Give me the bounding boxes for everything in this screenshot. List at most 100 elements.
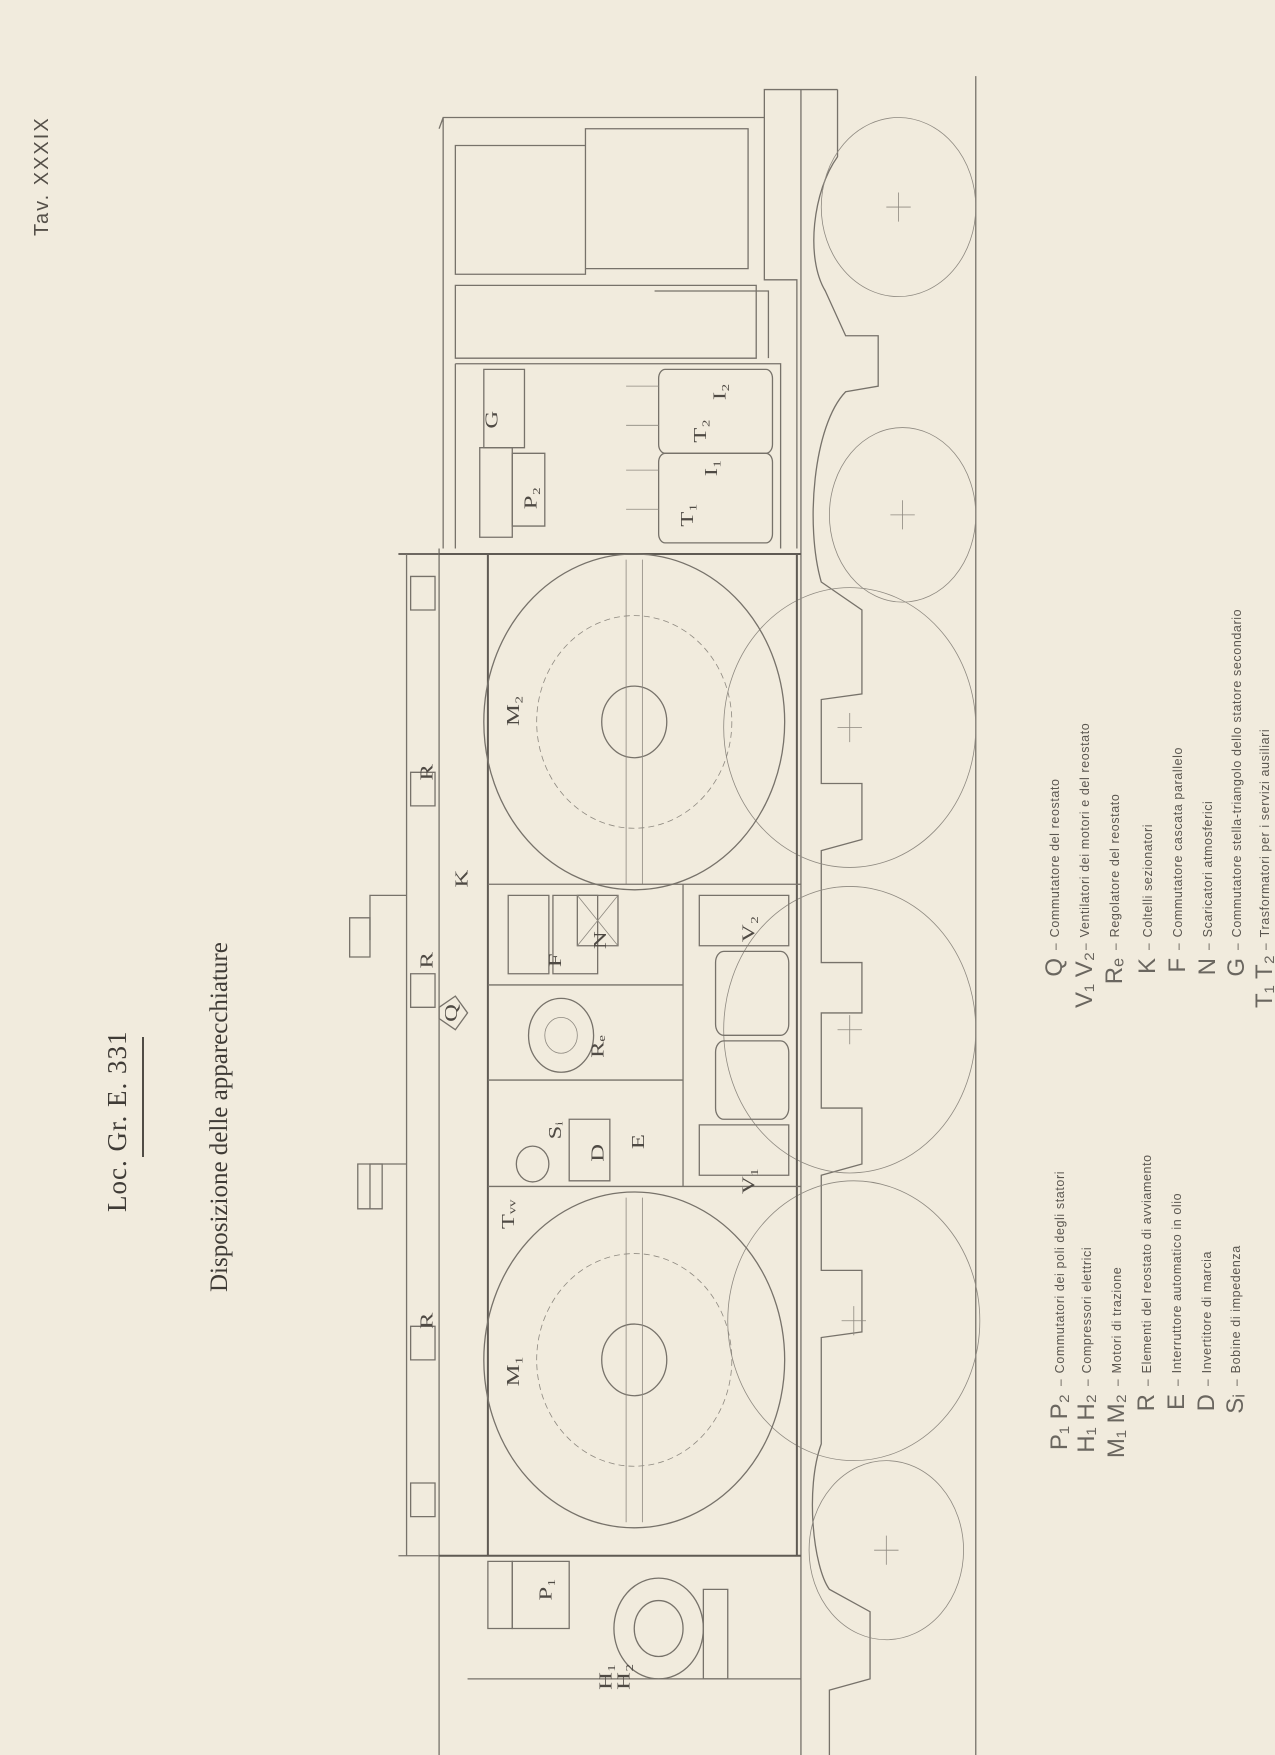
roof-lamp (358, 1164, 382, 1209)
compressor-hub (634, 1601, 683, 1657)
legend-symbol: H₁ H₂ (1073, 1394, 1100, 1453)
impedance-coil (516, 1146, 549, 1182)
legend-description: Motori di trazione (1110, 1266, 1124, 1374)
transformer-insulators (626, 386, 659, 509)
legend-description: Compressori elettrici (1080, 1246, 1094, 1374)
legend-description: Invertitore di marcia (1200, 1250, 1214, 1374)
legend-symbol: E (1163, 1394, 1190, 1411)
driving-wheel (724, 886, 976, 1173)
commutator-p2-body (480, 448, 513, 538)
rheostat-regulator (529, 998, 594, 1072)
legend-separator: – (1200, 1379, 1214, 1386)
body-outline (439, 90, 837, 1755)
legend-separator: – (1140, 1379, 1154, 1386)
label-g: G (482, 411, 502, 429)
label-i1: I₁ (701, 459, 721, 476)
legend-separator: – (1229, 1379, 1243, 1386)
legend-item: E–Interruttore automatico in olio (1163, 1192, 1190, 1514)
legend-item: H₁ H₂–Compressori elettrici (1073, 1246, 1100, 1514)
motor-m1-shaft (602, 1324, 667, 1396)
legend-description: Ventilatori dei motori e del reostato (1078, 722, 1092, 938)
motor-m1-rotor (537, 1254, 732, 1467)
legend-symbol: P₁ P₂ (1046, 1394, 1073, 1451)
legend-item: Q – Commutatore del reostato (1041, 778, 1068, 1008)
legend-item: D – Invertitore di marcia (1193, 1250, 1220, 1514)
legend-description: Commutatore del reostato (1048, 778, 1062, 938)
aux-compartment (455, 364, 780, 549)
label-p2: P₂ (521, 487, 541, 509)
label-v1: V₁ (739, 1168, 759, 1194)
carrying-wheel (829, 428, 975, 603)
legend-symbol: R (1133, 1394, 1160, 1412)
legend-description: Commutatore stella-triangolo dello stato… (1230, 608, 1244, 938)
legend-item: R – Elementi del reostato di avviamento (1133, 1154, 1160, 1514)
label-q: Q (441, 1004, 461, 1022)
legend-description: Commutatori dei poli degli statori (1053, 1170, 1067, 1374)
label-m2: M₂ (503, 695, 523, 725)
legend-description: Scaricatori atmosferici (1201, 800, 1215, 938)
legend-symbol: F (1164, 958, 1191, 973)
carrying-wheel (821, 118, 975, 297)
label-t2: T₂ (690, 419, 710, 443)
label-p1: P₁ (536, 1578, 556, 1600)
legend-description: Commutatore cascata parallelo (1171, 746, 1185, 938)
legend-item: F–Commutatore cascata parallelo (1164, 746, 1191, 1008)
arrester-n-cross (577, 895, 618, 945)
legend-item: T₁ T₂–Trasformatori per i servizi ausili… (1251, 729, 1275, 1008)
label-r: R (417, 951, 437, 968)
label-t1: T₁ (677, 503, 697, 527)
isolator-k (508, 895, 549, 973)
transformer-2 (659, 369, 773, 453)
legend-description: Elementi del reostato di avviamento (1140, 1154, 1154, 1374)
legend-separator: – (1053, 1379, 1067, 1386)
fan-housing (716, 951, 789, 1035)
commutator-p1-box (512, 1561, 569, 1628)
label-i2: I₂ (710, 383, 730, 400)
compressor-motor (703, 1589, 727, 1679)
commutator-p1-body (488, 1561, 512, 1628)
legend-separator: – (1258, 943, 1272, 950)
legend-separator: – (1110, 1379, 1124, 1386)
legend-separator: – (1201, 943, 1215, 950)
legend-description: Interruttore automatico in olio (1170, 1192, 1184, 1374)
label-k: K (452, 869, 472, 887)
main-frame (398, 554, 801, 1556)
fan-v2 (699, 895, 788, 945)
legend-symbol: Rₑ (1101, 958, 1128, 985)
legend-separator: – (1078, 943, 1092, 950)
legend-symbol: T₁ T₂ (1251, 955, 1275, 1008)
legend-symbol: V₁ V₂ (1071, 951, 1098, 1008)
legend-description: Regolatore del reostato (1108, 793, 1122, 938)
reverser-d (569, 1119, 610, 1181)
traction-motor-m2 (484, 554, 785, 890)
rheostat-rod (370, 554, 439, 1556)
legend-symbol: D (1193, 1394, 1220, 1412)
legend-separator: – (1048, 943, 1062, 950)
label-r: R (417, 763, 437, 780)
label-v2: V₂ (739, 916, 759, 942)
label-d: D (588, 1144, 608, 1162)
legend-symbol: K (1134, 958, 1161, 975)
legend-separator: – (1141, 943, 1155, 950)
legend-symbol: Q (1041, 958, 1068, 977)
fan-v1 (699, 1125, 788, 1175)
rheostat-elements (411, 576, 435, 1516)
label-m1: M₁ (503, 1356, 523, 1386)
legend-description: Coltelli sezionatori (1141, 823, 1155, 938)
label-si: Sᵢ (545, 1121, 565, 1139)
roof-insulator (350, 918, 370, 957)
commutator-g-box (484, 369, 525, 447)
carrying-wheel (809, 1461, 963, 1640)
label-re: Rₑ (588, 1035, 608, 1058)
central-compartments (488, 884, 801, 1186)
label-tw: Tᵥᵥ (498, 1199, 518, 1229)
commutator-p2-box (512, 453, 545, 526)
diagram-labels: G P₂ I₂ T₂ I₁ T₁ M₂ R K F N V₂ R Q Rₑ Sᵢ… (417, 383, 759, 1689)
legend-item: V₁ V₂– Ventilatori dei motori e del reost… (1071, 722, 1098, 1008)
label-e: E (628, 1134, 648, 1149)
motor-m2-shaft (602, 686, 667, 758)
legend-description: Bobine di impedenza (1229, 1245, 1243, 1374)
wheel-centre-marks (838, 193, 915, 1565)
title-underline (142, 1037, 144, 1157)
